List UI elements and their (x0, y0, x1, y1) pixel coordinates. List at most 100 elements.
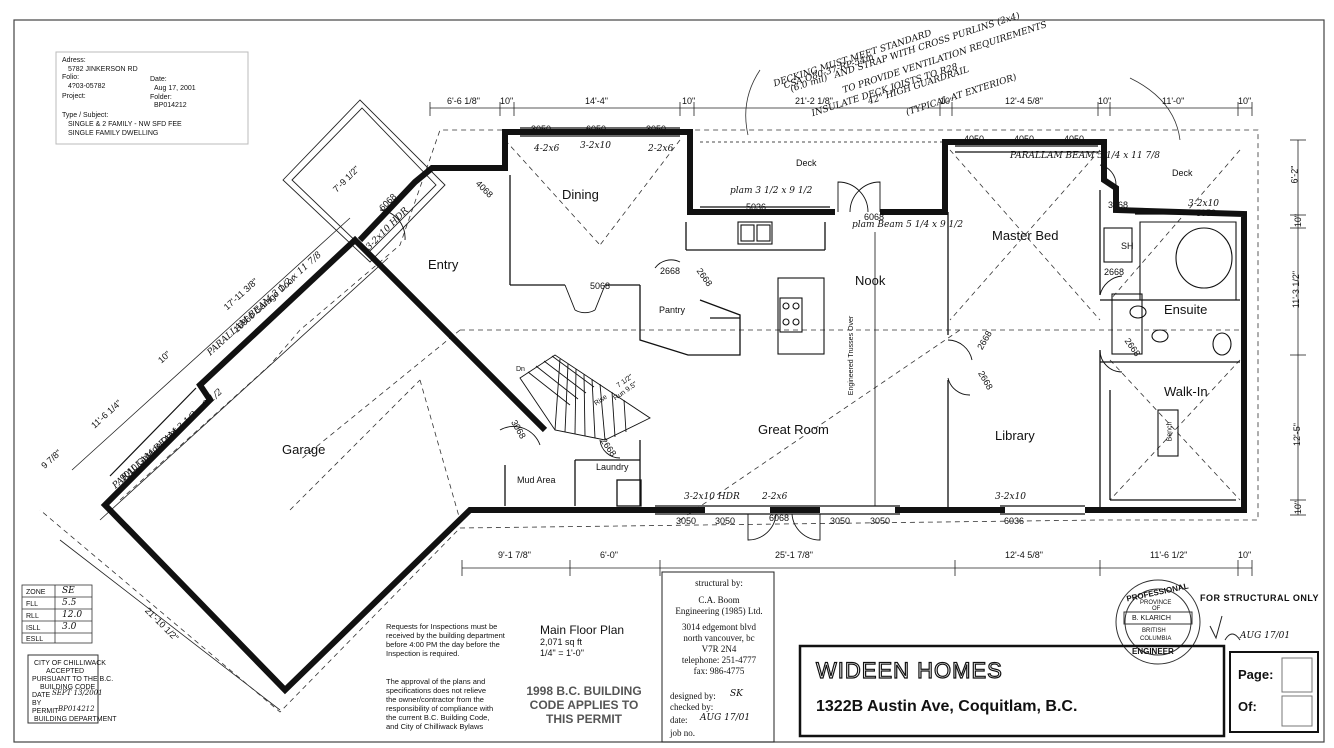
staircase (519, 354, 651, 441)
door-3068-a: 3068 (1108, 200, 1129, 210)
header-note-6: 3-2x10 (995, 492, 1027, 502)
plan-title: Main Floor Plan (540, 623, 625, 637)
seal-province: PROVINCE (1140, 600, 1172, 606)
dim-right-5: 10" (1293, 500, 1304, 515)
address-label: Adress: (62, 57, 86, 64)
dim-top-4: 10" (682, 96, 696, 106)
roof-overhang-lines (39, 129, 1259, 713)
date-label: Date: (150, 76, 167, 83)
plan-scale: 1/4" = 1'-0" (540, 648, 584, 658)
stamp-date: SEPT 13/2001 (52, 689, 103, 697)
dim-bottom-3: 25'-1 7/8" (775, 550, 813, 560)
exterior-walls (100, 129, 1247, 695)
dim-bottom-6: 10" (1238, 550, 1252, 560)
room-bench: Bench (1166, 421, 1174, 442)
dim-right-2: 10" (1293, 213, 1304, 228)
structural-block: structural by: C.A. Boom Engineering (19… (675, 578, 763, 676)
seal-british: BRITISH (1142, 628, 1166, 634)
dim-top-9: 11'-0" (1162, 96, 1185, 106)
folio-value: 4?03-05782 (68, 83, 106, 90)
folio-label: Folio: (62, 74, 80, 81)
annotation-arrows (745, 69, 1181, 141)
company-address: 1322B Austin Ave, Coquitlam, B.C. (816, 698, 1078, 715)
stamp-by-label: BY (32, 700, 42, 707)
dim-top-1: 6'-6 1/8" (447, 96, 480, 106)
stamp-date-label: DATE (32, 692, 51, 699)
stamp-line-2: ACCEPTED (46, 668, 85, 675)
city-stamp-box (27, 654, 99, 724)
window-3050-e: 3050 (830, 516, 851, 526)
room-pantry: Pantry (659, 305, 686, 315)
room-master-bed: Master Bed (992, 228, 1059, 243)
window-5036: 5036 (746, 202, 767, 212)
seal-engineer: ENGINEER (1132, 647, 1174, 656)
dim-top-5: 21'-2 1/8" (795, 96, 833, 106)
window-openings (109, 127, 1240, 515)
plam-note-2: plam Beam 5 1/4 x 9 1/2 (852, 220, 964, 230)
plan-area: 2,071 sq ft (540, 637, 583, 647)
door-5068: 5068 (590, 281, 611, 291)
room-great-room: Great Room (758, 422, 829, 437)
door-2668-c: 2668 (1104, 267, 1125, 277)
header-note-3: 2-2x6 (648, 144, 674, 154)
room-mud-area: Mud Area (517, 475, 556, 485)
isll-label: ISLL (26, 625, 41, 632)
address-value: 5782 JINKERSON RD (68, 66, 138, 73)
window-6050: 6050 (586, 124, 607, 134)
header-note-8: 3-2x10 HDR (684, 492, 740, 502)
structural-date-label: date: (670, 715, 688, 725)
fll-label: FLL (26, 601, 39, 608)
room-laundry: Laundry (596, 462, 629, 472)
engineer-seal (1115, 579, 1201, 665)
type-label: Type / Subject: (62, 112, 109, 119)
fll-value: 5.5 (62, 598, 77, 608)
window-4050-c: 4050 (1064, 134, 1085, 144)
approval-note: The approval of the plans and specificat… (386, 677, 494, 731)
room-garage: Garage (282, 442, 326, 457)
door-6068-b: 6068 (864, 212, 885, 222)
folder-value: BP014212 (154, 102, 187, 109)
checked-by-label: checked by: (670, 702, 714, 712)
zoning-table (21, 584, 93, 644)
header-note-1: 4-2x6 (534, 144, 560, 154)
window-3050-a: 3050 (531, 124, 552, 134)
designed-by: SK (730, 689, 743, 699)
dimension-lines (59, 102, 1306, 711)
dim-top-6: 10" (940, 96, 954, 106)
dim-bottom-2: 6'-0" (600, 550, 618, 560)
date-value: Aug 17, 2001 (154, 85, 196, 92)
type-line-2: SINGLE FAMILY DWELLING (68, 130, 159, 137)
window-6036: 6036 (1004, 516, 1025, 526)
stair-down: Dn (516, 366, 525, 373)
isll-value: 3.0 (62, 622, 77, 632)
room-shower: SH (1121, 241, 1134, 251)
kitchen-fixtures (737, 221, 825, 355)
folder-label: Folder: (150, 94, 172, 101)
dim-right-4: 12'-5" (1291, 423, 1302, 446)
dim-top-7: 12'-4 5/8" (1005, 96, 1043, 106)
inspection-note: Requests for Inspections must be receive… (386, 622, 505, 658)
truss-note: Engineered Trusses Over (848, 315, 856, 396)
beam-note-3: PARALLAM BEAM 5 1/4 x 11 7/8 (1010, 151, 1160, 161)
window-5050: 5050 (1196, 208, 1217, 218)
rll-value: 12.0 (62, 610, 83, 620)
seal-of: OF (1152, 606, 1161, 612)
room-dining: Dining (562, 187, 599, 202)
room-ensuite: Ensuite (1164, 302, 1208, 317)
signature (1209, 615, 1241, 641)
code-notice: 1998 B.C. BUILDING CODE APPLIES TO THIS … (526, 684, 642, 726)
structural-box (661, 571, 775, 743)
stamp-line-3: PURSUANT TO THE B.C. (32, 676, 114, 683)
esll-label: ESLL (26, 636, 44, 643)
window-3050-b: 3050 (646, 124, 667, 134)
designed-by-label: designed by: (670, 691, 716, 701)
dim-bottom-4: 12'-4 5/8" (1005, 550, 1043, 560)
company-title-box (798, 644, 1226, 738)
stamp-line-1: CITY OF CHILLIWACK (34, 660, 106, 667)
window-4050-b: 4050 (1014, 134, 1035, 144)
page-label: Page: (1238, 667, 1274, 682)
stamp-permit-label: PERMIT (32, 708, 59, 715)
rll-label: RLL (26, 613, 39, 620)
structural-date: AUG 17/01 (700, 713, 751, 723)
